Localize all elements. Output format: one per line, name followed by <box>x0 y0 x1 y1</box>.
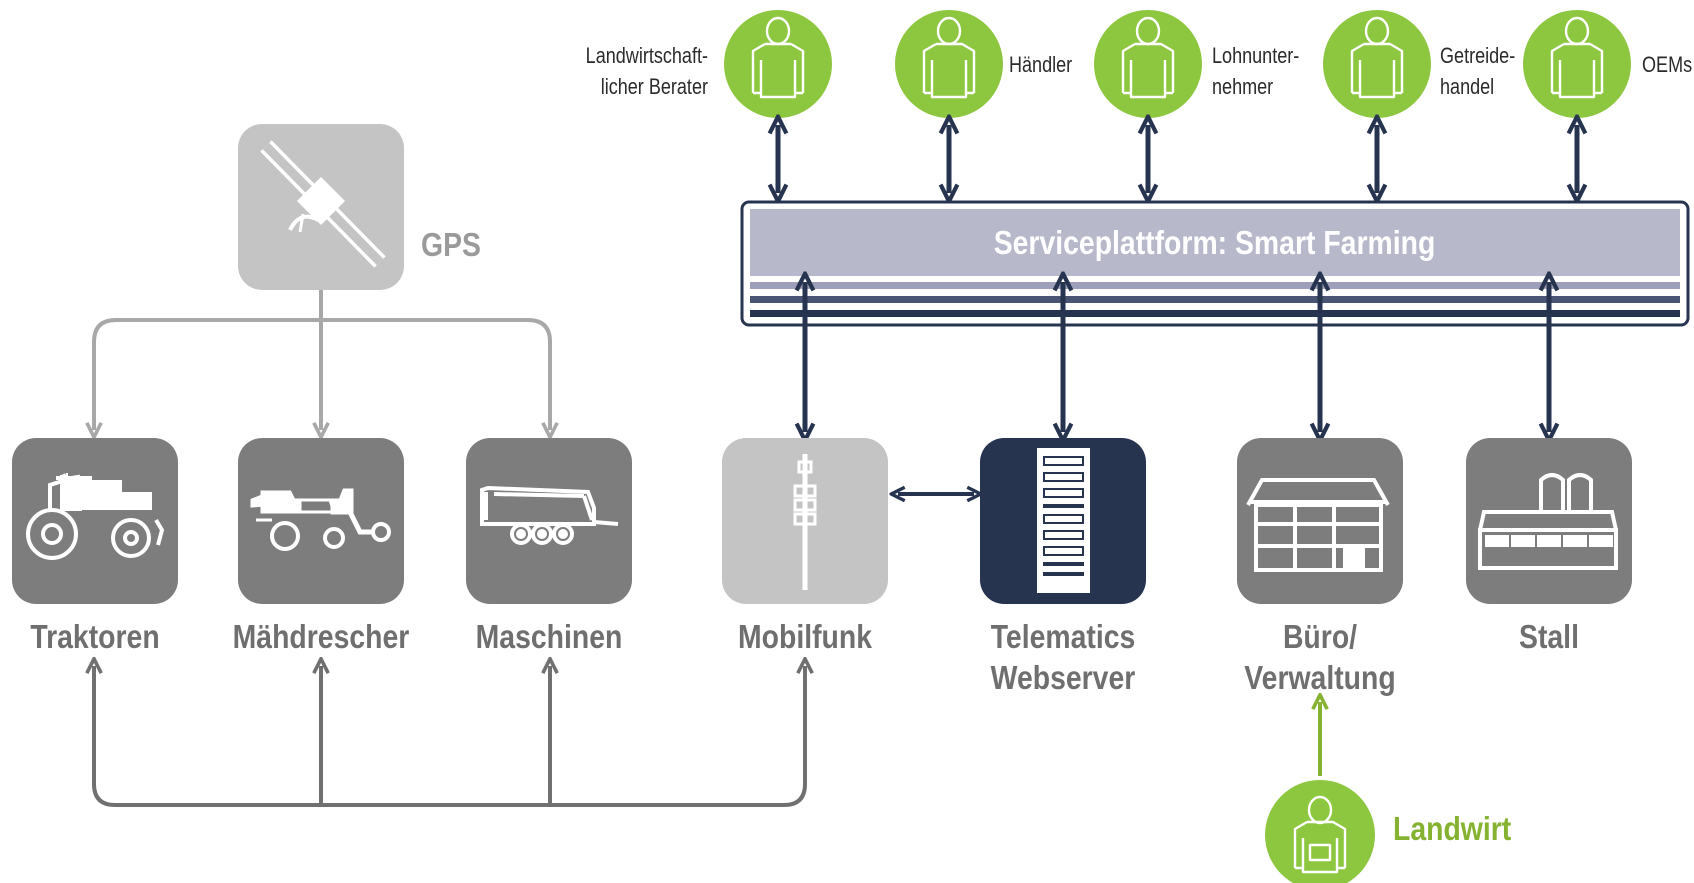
gps-box <box>238 124 404 290</box>
tractor-icon <box>26 473 165 560</box>
stakeholder-getreidehandel-avatar <box>1321 8 1433 120</box>
landwirt-label: Landwirt <box>1393 810 1512 847</box>
lohnunternehmer-label-line1: Lohnunter- <box>1212 43 1300 68</box>
maehdrescher-box <box>238 438 404 604</box>
berater-label-line1: Landwirtschaft- <box>585 43 708 68</box>
gps-label: GPS <box>421 226 481 263</box>
traktoren-box <box>12 438 178 604</box>
stall-box <box>1466 438 1632 604</box>
barn-icon <box>1478 473 1618 570</box>
stakeholder-lohnunternehmer-avatar <box>1092 8 1204 120</box>
buero-label-line2: Verwaltung <box>1244 659 1396 696</box>
traktoren-label: Traktoren <box>30 618 160 655</box>
stakeholder-berater-avatar <box>722 8 834 120</box>
stakeholder-arrows <box>778 125 1577 193</box>
buero-label-line1: Büro/ <box>1282 618 1358 655</box>
stakeholder-oems-avatar <box>1521 8 1633 120</box>
gps-arrows <box>94 290 550 430</box>
satellite-icon <box>260 140 386 268</box>
mobilfunk-label: Mobilfunk <box>738 618 872 655</box>
maehdrescher-label: Mähdrescher <box>232 618 410 655</box>
haendler-label: Händler <box>1009 52 1073 77</box>
maschinen-box <box>466 438 632 604</box>
berater-label-line2: licher Berater <box>600 74 708 99</box>
platform-arrows <box>805 282 1549 494</box>
telematics-label-line2: Webserver <box>990 659 1136 696</box>
vehicle-network-arrows <box>94 666 805 807</box>
combine-harvester-icon <box>250 488 391 551</box>
stall-label: Stall <box>1519 618 1579 655</box>
telematics-label-line1: Telematics <box>990 618 1136 655</box>
oems-label: OEMs <box>1642 52 1693 77</box>
getreidehandel-label-line1: Getreide- <box>1440 43 1516 68</box>
trailer-icon <box>480 485 619 545</box>
buero-box <box>1237 438 1403 604</box>
getreidehandel-label-line2: handel <box>1440 74 1495 99</box>
service-platform <box>740 200 1690 327</box>
lohnunternehmer-label-line2: nehmer <box>1212 74 1274 99</box>
stakeholder-haendler-avatar <box>893 8 1005 120</box>
telematics-box <box>980 438 1146 604</box>
cell-tower-icon <box>793 454 817 590</box>
server-rack-icon <box>1037 448 1090 593</box>
farmer-avatar <box>1265 780 1375 883</box>
platform-title: Serviceplattform: Smart Farming <box>993 224 1436 261</box>
maschinen-label: Maschinen <box>475 618 623 655</box>
office-building-icon <box>1246 478 1390 572</box>
mobilfunk-box <box>722 438 888 604</box>
